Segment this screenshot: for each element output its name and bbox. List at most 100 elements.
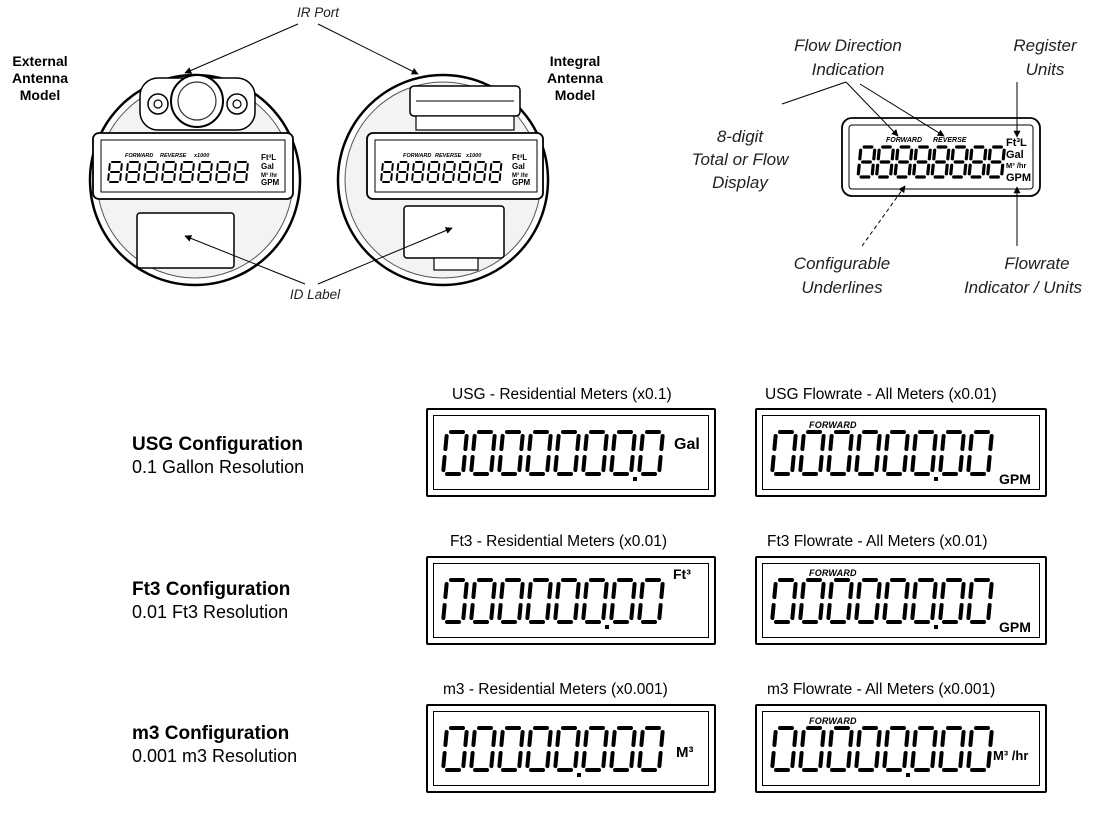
legend-m3hr-label: M³ /hr — [1006, 161, 1026, 170]
lcd-digit — [107, 161, 123, 183]
digit-segment — [469, 751, 475, 768]
digit-segment — [800, 434, 806, 451]
digit-segment — [137, 173, 140, 181]
digit-segment — [474, 163, 477, 171]
flow-direction-line2: Indication — [812, 60, 885, 79]
integral-antenna-meter: FORWARD REVERSE x1000 Ft³L Gal M³ /hr GP… — [336, 73, 550, 287]
mini-m3hr-label-2: M³ /hr — [512, 172, 529, 179]
reverse-arrow — [859, 83, 945, 137]
legend-gpm-label: GPM — [1006, 172, 1031, 184]
digit-segment — [854, 751, 860, 768]
digit-segment — [848, 434, 854, 451]
digit-segment — [902, 751, 908, 768]
digit-segment — [396, 163, 400, 171]
lcd-digit — [856, 145, 877, 179]
digit-segment — [938, 455, 944, 472]
digit-segment — [421, 173, 424, 181]
digit-segment — [489, 751, 495, 768]
lcd-digit — [910, 578, 938, 624]
digit-segment — [467, 173, 471, 181]
lcd-digit — [143, 161, 159, 183]
digit-segment — [854, 455, 860, 472]
digit-segment — [525, 751, 531, 768]
digit-segment — [198, 163, 201, 171]
lcd-digit — [637, 726, 665, 772]
mini-x1000-label: x1000 — [193, 153, 209, 159]
digit-segment — [893, 163, 898, 176]
digit-segment — [858, 148, 863, 161]
digit-segment — [986, 603, 992, 620]
digit-segment — [964, 148, 969, 161]
digit-segment — [452, 173, 455, 181]
digit-segment — [210, 163, 213, 171]
lcd-digit — [553, 430, 581, 476]
external-model-line3: Model — [20, 87, 60, 103]
digit-segment — [489, 455, 495, 472]
digit-segment — [491, 730, 497, 747]
digit-segment — [609, 455, 615, 472]
usg-config-title: USG Configuration — [132, 434, 303, 455]
digit-segment — [960, 582, 966, 599]
digit-segment — [968, 730, 974, 747]
lcd-digit — [967, 145, 988, 179]
digit-segment — [889, 163, 894, 176]
digit-segment — [890, 148, 895, 161]
digit-segment — [583, 434, 589, 451]
ft3-config-title: Ft3 Configuration — [132, 579, 291, 600]
ft3-residential-unit: Ft³ — [673, 566, 691, 582]
lcd-digit — [938, 726, 966, 772]
lcd-digit — [826, 430, 854, 476]
digit-segment — [983, 148, 988, 161]
lcd-digit — [910, 430, 938, 476]
m3-config-title: m3 Configuration — [132, 723, 290, 744]
digit-segment — [659, 582, 665, 599]
digit-segment — [800, 582, 806, 599]
digit-segment — [958, 455, 964, 472]
digit-segment — [950, 148, 955, 161]
digit-segment — [143, 173, 146, 181]
lcd-digit — [441, 578, 469, 624]
digit-segment — [792, 730, 798, 747]
digit-segment — [468, 163, 472, 171]
flow-direction-line1: Flow Direction — [794, 36, 902, 55]
m3-flowrate-unit: M³ /hr — [993, 748, 1029, 763]
digit-segment — [854, 603, 860, 620]
digit-segment — [932, 582, 938, 599]
digit-segment — [461, 455, 467, 472]
digit-segment — [583, 730, 589, 747]
digit-segment — [969, 148, 974, 161]
m3-residential-unit: M³ — [676, 744, 694, 761]
digit-segment — [826, 751, 832, 768]
digit-segment — [555, 582, 561, 599]
digit-segment — [907, 163, 912, 176]
mini-ft3l-label: Ft³L — [261, 153, 276, 162]
usg-residential-caption: USG - Residential Meters (x0.1) — [452, 386, 672, 403]
integral-model-line1: Integral — [550, 53, 601, 69]
digit-segment — [790, 751, 796, 768]
digit-segment — [790, 603, 796, 620]
digit-segment — [932, 148, 937, 161]
digit-segment — [547, 582, 553, 599]
digit-segment — [818, 751, 824, 768]
digit-segment — [966, 751, 972, 768]
mini-gal-label: Gal — [261, 162, 274, 171]
lcd-digit — [525, 726, 553, 772]
lcd-digit — [125, 161, 141, 183]
digit-segment — [488, 173, 492, 181]
usg-flowrate-lcd: FORWARD GPM — [755, 408, 1047, 497]
digit-segment — [573, 603, 579, 620]
digit-segment — [657, 455, 663, 472]
lcd-digit — [938, 430, 966, 476]
configurable-line1: Configurable — [794, 254, 890, 273]
lcd-digit — [233, 161, 249, 183]
digit-segment — [609, 603, 615, 620]
digit-segment — [381, 163, 384, 171]
digit-segment — [904, 730, 910, 747]
digit-segment — [938, 603, 944, 620]
mini-gal-label-2: Gal — [512, 162, 525, 171]
digit-segment — [987, 148, 992, 161]
ft3-residential-digits — [441, 578, 665, 629]
usg-flowrate-caption: USG Flowrate - All Meters (x0.01) — [765, 386, 997, 403]
digit-segment — [884, 582, 890, 599]
digit-segment — [581, 455, 587, 472]
